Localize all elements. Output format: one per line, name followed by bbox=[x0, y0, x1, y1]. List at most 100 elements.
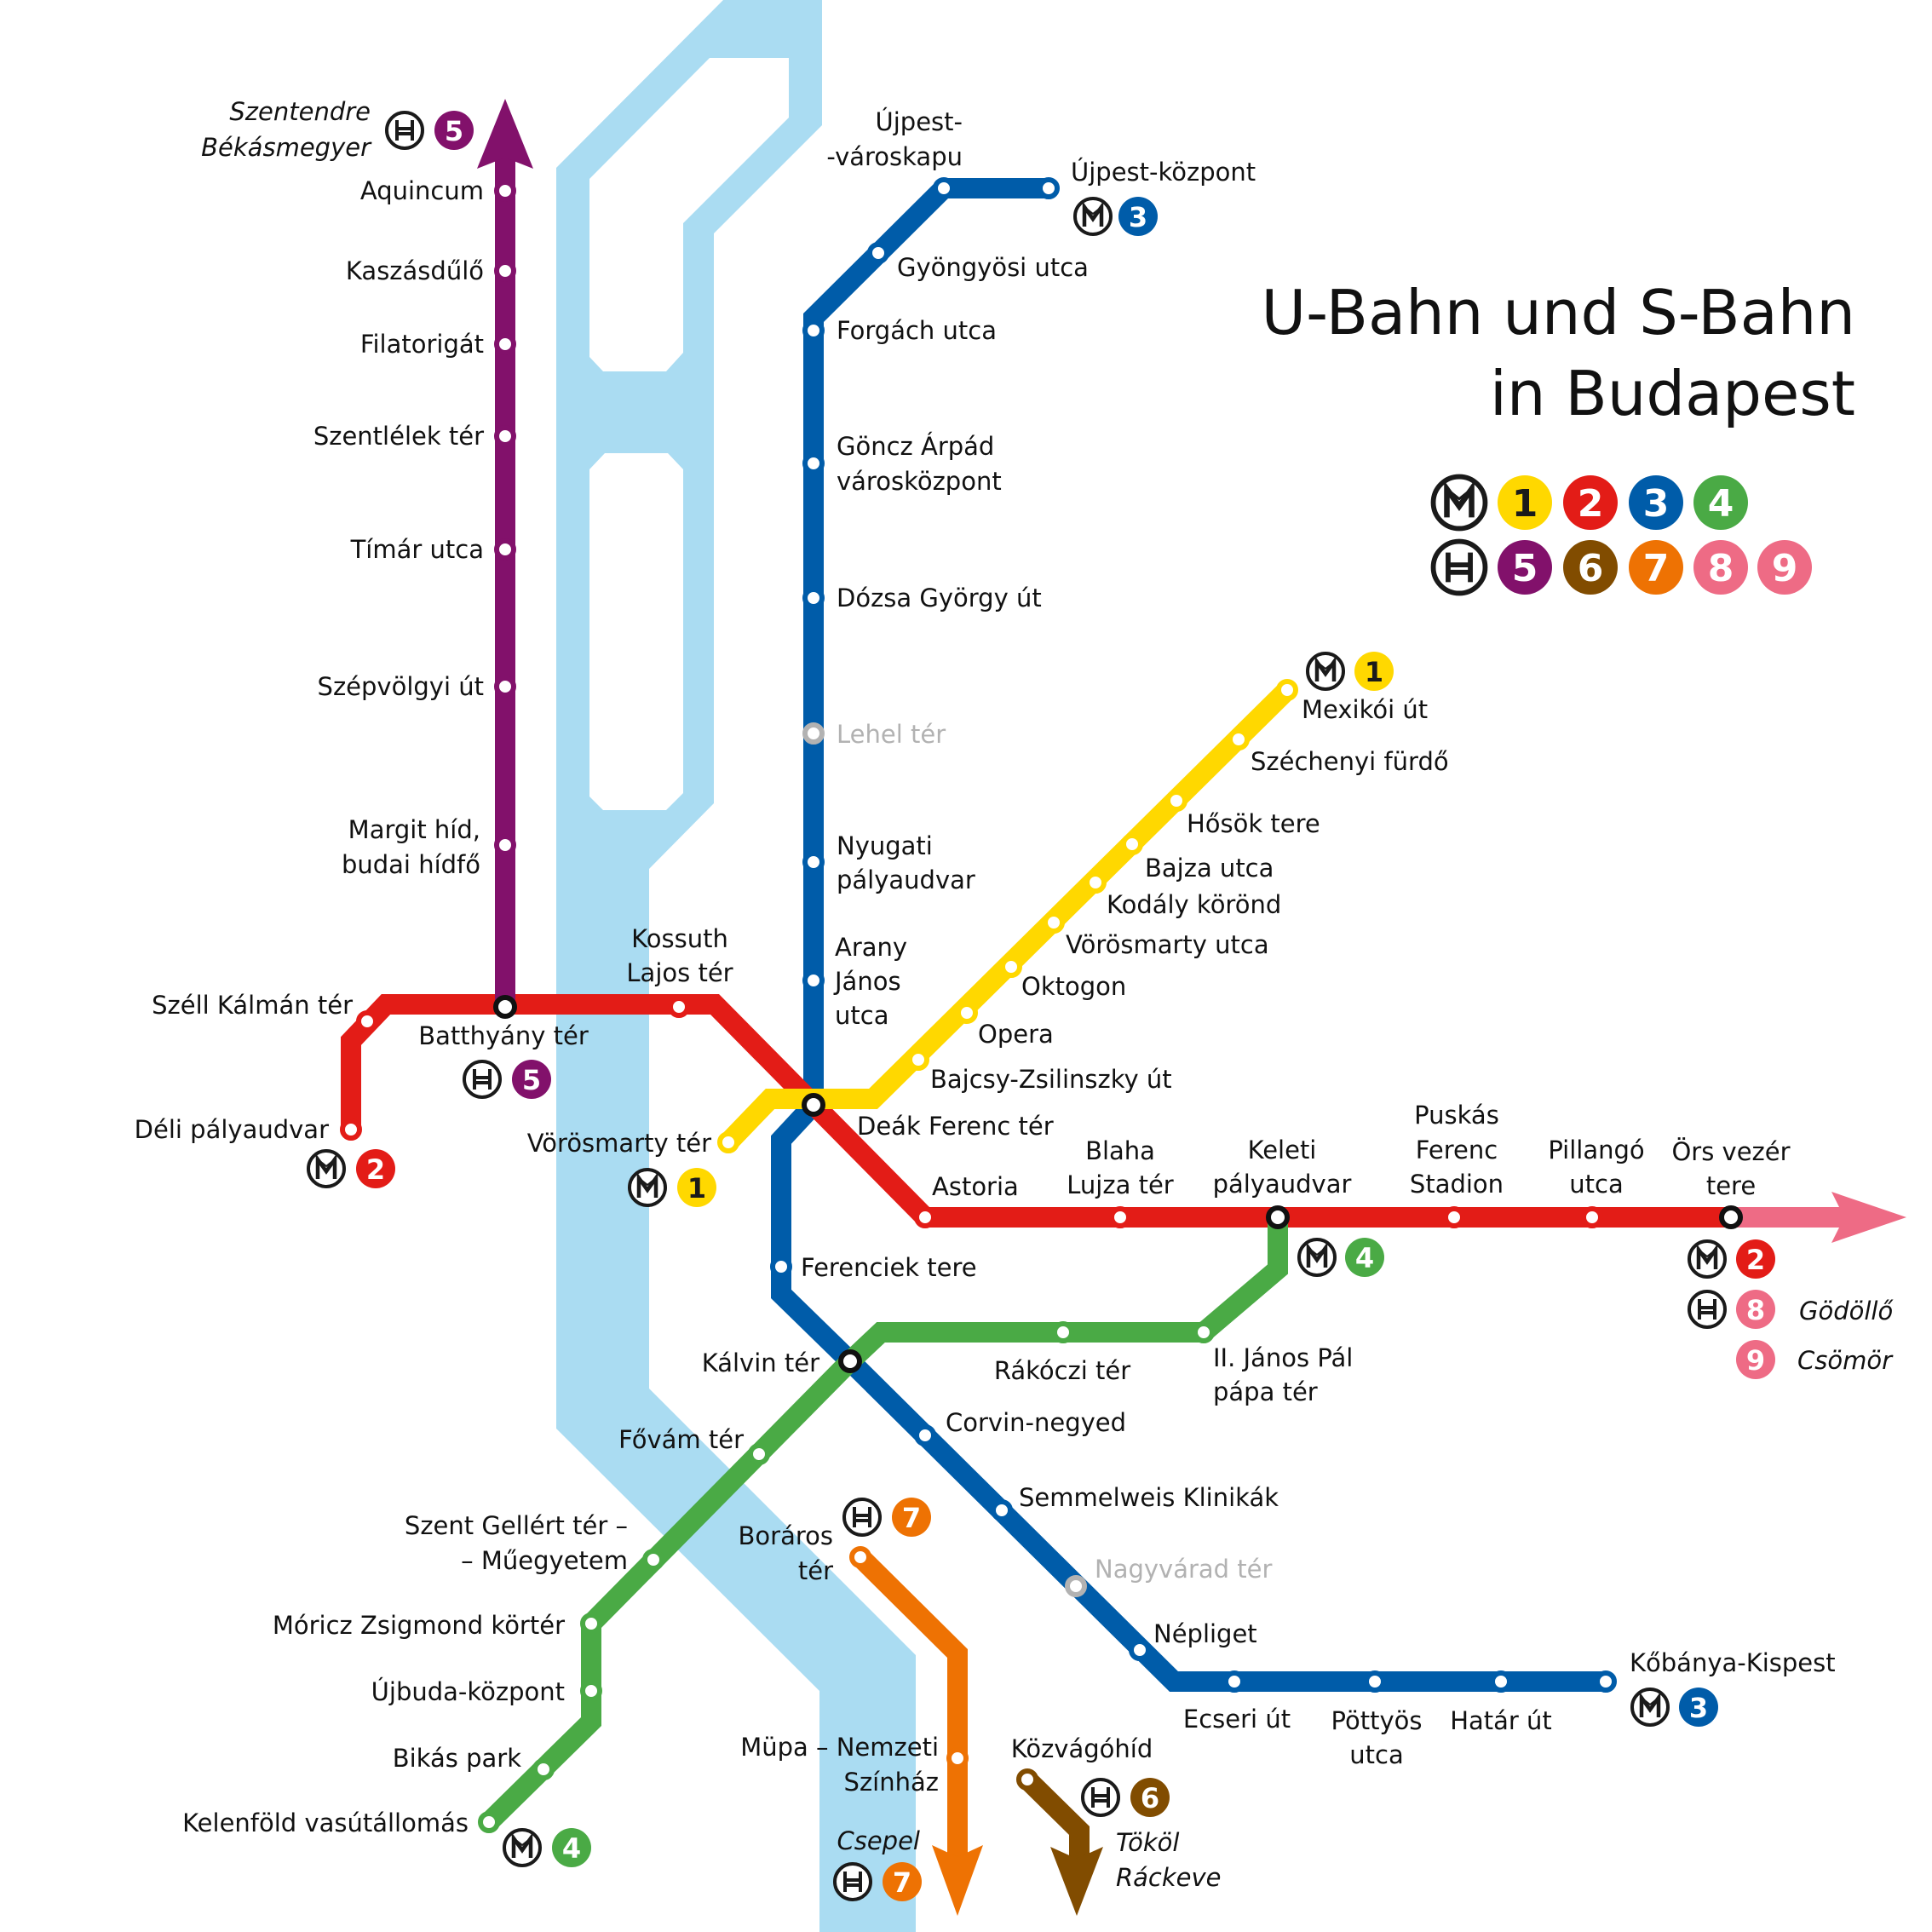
interchange-keleti-palyaudvar[interactable] bbox=[1266, 1205, 1290, 1229]
label-deak-ferenc-ter: Deák Ferenc tér bbox=[857, 1112, 1054, 1141]
station-vorosmarty-ter[interactable] bbox=[717, 1131, 739, 1153]
station-dozsa-gyorgy-ut[interactable] bbox=[802, 587, 825, 609]
badge-m1: 1 bbox=[1365, 656, 1383, 688]
station-kaszasdulo[interactable] bbox=[494, 260, 516, 282]
station-filatorigat[interactable] bbox=[494, 333, 516, 355]
label-mexikoi-ut: Mexikói út bbox=[1302, 695, 1428, 724]
station-moricz-zsigmond-kortér[interactable] bbox=[580, 1613, 602, 1635]
hev-icon bbox=[833, 1862, 872, 1901]
station-corvin-negyed[interactable] bbox=[914, 1424, 936, 1446]
station-oktogon[interactable] bbox=[1000, 956, 1022, 978]
terminus-badges: 5 3 1 5 2 1 4 2 8 9 7 7 6 4 bbox=[308, 111, 1775, 1901]
station-ujpest-kozpont[interactable] bbox=[1038, 177, 1060, 199]
interchange-deak-ferenc-ter[interactable] bbox=[802, 1093, 825, 1117]
station-goncz-arpad-varoskozpont[interactable] bbox=[802, 452, 825, 474]
label-janos: János bbox=[833, 967, 901, 996]
station-semmelweis-klinikak[interactable] bbox=[991, 1499, 1013, 1521]
station-ferenciek-tere[interactable] bbox=[770, 1256, 792, 1278]
station-lehel-ter-closed[interactable] bbox=[802, 722, 825, 745]
badge-h7: 7 bbox=[902, 1502, 921, 1534]
arrow-east-icon bbox=[1831, 1192, 1906, 1243]
label-szent-gellert-ter: Szent Gellért tér – bbox=[405, 1511, 628, 1540]
station-astoria[interactable] bbox=[914, 1206, 936, 1228]
label-palyaudvar: pályaudvar bbox=[1213, 1170, 1352, 1199]
hev-icon bbox=[463, 1060, 502, 1099]
metro-icon bbox=[504, 1830, 540, 1866]
metro-icon bbox=[1632, 1689, 1668, 1725]
badge-m3: 3 bbox=[1129, 201, 1147, 233]
station-deli-palyaudvar[interactable] bbox=[340, 1118, 362, 1141]
station-forgach-utca[interactable] bbox=[802, 319, 825, 342]
label-lehel-ter: Lehel tér bbox=[837, 720, 946, 749]
station-gyongyosi-utca[interactable] bbox=[867, 242, 889, 264]
label-moricz-zsigmond-korter: Móricz Zsigmond körtér bbox=[273, 1611, 565, 1640]
label-szinhaz: Színház bbox=[844, 1768, 939, 1797]
hev-icon bbox=[1081, 1778, 1120, 1817]
label-filatorigat: Filatorigát bbox=[360, 330, 484, 359]
map-title-line2: in Budapest bbox=[1490, 358, 1855, 429]
station-puskas-ferenc-stadion[interactable] bbox=[1443, 1206, 1465, 1228]
hev-icon bbox=[385, 111, 424, 150]
legend-m1: 1 bbox=[1512, 482, 1538, 526]
metro-icon bbox=[1308, 653, 1343, 689]
station-bajcsy-zsilinszky-ut[interactable] bbox=[907, 1049, 929, 1071]
station-mexikoi-ut[interactable] bbox=[1276, 679, 1298, 701]
station-boraros-ter[interactable] bbox=[849, 1546, 871, 1568]
label-mupa-nemzeti: Müpa – Nemzeti bbox=[740, 1733, 939, 1762]
station-szell-kalman-ter[interactable] bbox=[356, 1010, 378, 1032]
legend-h5: 5 bbox=[1512, 547, 1538, 590]
station-rakoczi-ter[interactable] bbox=[1052, 1321, 1074, 1343]
metro-icon bbox=[630, 1170, 665, 1205]
station-margit-hid[interactable] bbox=[494, 834, 516, 856]
station-kossuth-lajos-ter[interactable] bbox=[668, 996, 690, 1018]
legend-h9: 9 bbox=[1772, 547, 1798, 590]
station-hosok-tere[interactable] bbox=[1165, 790, 1187, 812]
metro-icon bbox=[308, 1151, 344, 1187]
station-aquincum[interactable] bbox=[494, 180, 516, 202]
station-kobanya-kispest[interactable] bbox=[1595, 1670, 1617, 1693]
label-budai-hidfo: budai hídfő bbox=[342, 850, 480, 879]
station-blaha-lujza-ter[interactable] bbox=[1109, 1206, 1131, 1228]
station-szepvolgyi-ut[interactable] bbox=[494, 676, 516, 698]
label-muegyetem: – Műegyetem bbox=[461, 1546, 628, 1575]
station-szent-gellert-ter[interactable] bbox=[642, 1549, 664, 1571]
station-kozvagohid[interactable] bbox=[1016, 1768, 1038, 1791]
station-pillango-utca[interactable] bbox=[1581, 1206, 1603, 1228]
station-kelenfold[interactable] bbox=[478, 1811, 500, 1833]
label-utca: utca bbox=[1349, 1740, 1403, 1769]
label-bajza-utca: Bajza utca bbox=[1145, 854, 1274, 883]
legend-m4: 4 bbox=[1708, 482, 1734, 526]
station-pottyos-utca[interactable] bbox=[1364, 1670, 1386, 1693]
station-nagyvarad-ter-closed[interactable] bbox=[1065, 1575, 1087, 1597]
station-nyugati-palyaudvar[interactable] bbox=[802, 851, 825, 873]
station-opera[interactable] bbox=[956, 1002, 978, 1024]
badge-h7: 7 bbox=[893, 1866, 911, 1899]
station-timar-utca[interactable] bbox=[494, 538, 516, 561]
station-bikas-park[interactable] bbox=[532, 1758, 555, 1780]
station-szentlelek-ter[interactable] bbox=[494, 425, 516, 447]
station-vorosmarty-utca[interactable] bbox=[1043, 911, 1065, 934]
station-nepliget[interactable] bbox=[1129, 1639, 1151, 1661]
danube-river bbox=[556, 0, 916, 1932]
station-ujpest-varoskapu[interactable] bbox=[933, 177, 955, 199]
label-csepel: Csepel bbox=[837, 1826, 920, 1855]
metro-icon bbox=[1434, 477, 1486, 529]
station-kodaly-korond[interactable] bbox=[1084, 871, 1107, 894]
station-ujbuda-kozpont[interactable] bbox=[580, 1680, 602, 1702]
metro-icon bbox=[1075, 198, 1111, 234]
station-hatar-ut[interactable] bbox=[1490, 1670, 1512, 1693]
label-rakoczi-ter: Rákóczi tér bbox=[994, 1356, 1130, 1385]
station-arany-janos-utca[interactable] bbox=[802, 969, 825, 992]
station-szechenyi-furdo[interactable] bbox=[1228, 728, 1250, 750]
badge-h8: 8 bbox=[1746, 1294, 1765, 1326]
station-ecseri-ut[interactable] bbox=[1223, 1670, 1245, 1693]
label-utca: utca bbox=[835, 1001, 888, 1030]
station-mupa-nemzeti-szinhaz[interactable] bbox=[946, 1747, 969, 1769]
station-bajza-utca[interactable] bbox=[1121, 833, 1143, 855]
station-fovam-ter[interactable] bbox=[748, 1443, 770, 1465]
interchange-batthyany-ter[interactable] bbox=[493, 995, 517, 1019]
interchange-ors-vezer-tere[interactable] bbox=[1719, 1205, 1743, 1229]
interchange-kalvin-ter[interactable] bbox=[838, 1349, 862, 1373]
station-ii-janos-pal-papa-ter[interactable] bbox=[1193, 1321, 1215, 1343]
